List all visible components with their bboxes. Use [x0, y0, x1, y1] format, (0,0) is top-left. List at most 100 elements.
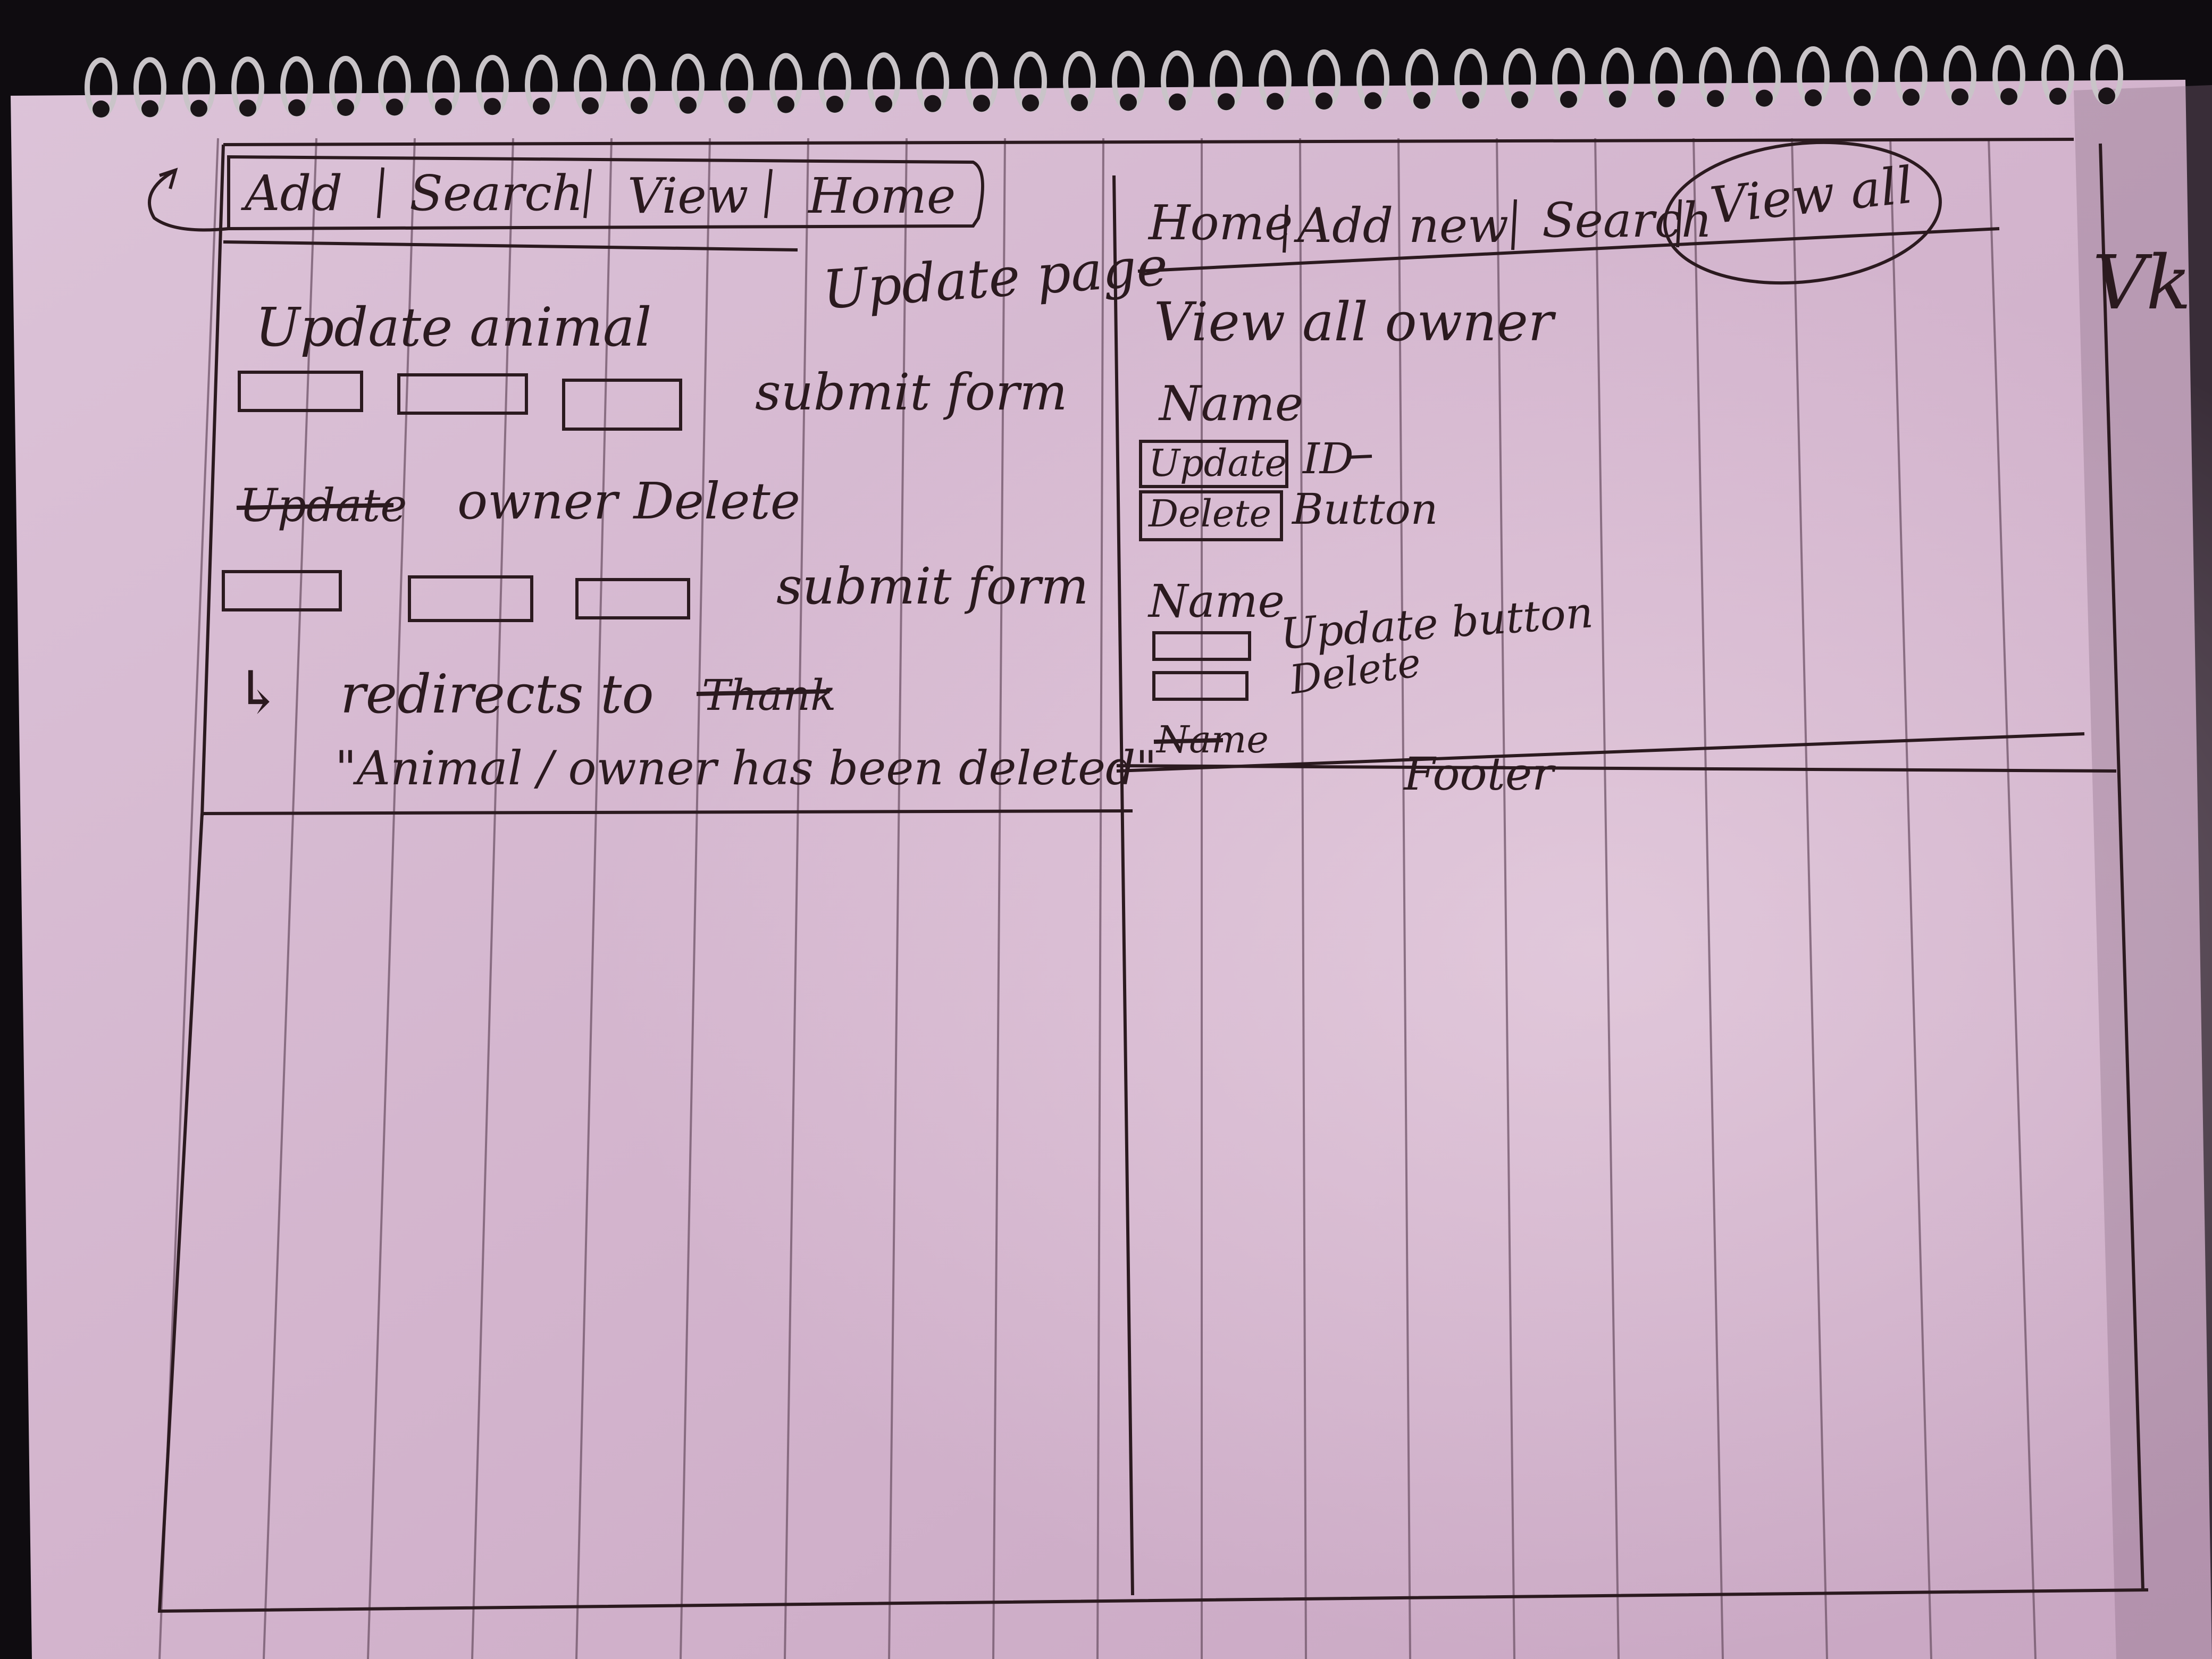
- spiral-hole: [1364, 92, 1381, 110]
- spiral-hole: [1413, 91, 1430, 109]
- spiral-hole: [533, 97, 550, 115]
- spiral-hole: [141, 100, 158, 118]
- spiral-hole: [386, 98, 403, 116]
- footer-label: Footer: [1403, 748, 1556, 801]
- right-nav-item-add-new[interactable]: Add new: [1294, 198, 1509, 254]
- owner-entry-1-update-button[interactable]: Update: [1149, 441, 1287, 485]
- owner-entry-2-update-box[interactable]: [1152, 631, 1251, 661]
- rule-line: [784, 138, 809, 1659]
- animal-form-inputs: [238, 371, 682, 431]
- spiral-hole: [777, 96, 794, 113]
- deleted-message: "Animal / owner has been deleted": [335, 741, 1157, 795]
- spiral-hole: [1756, 89, 1773, 107]
- rule-line: [1692, 138, 1724, 1659]
- owner-form-inputs: [222, 570, 690, 622]
- animal-input-3[interactable]: [562, 379, 682, 431]
- owner-entry-1-buttons: [1139, 440, 1288, 541]
- animal-submit-label[interactable]: submit form: [755, 363, 1067, 422]
- section-title-update-animal: Update animal: [255, 296, 652, 358]
- rule-line: [575, 138, 613, 1659]
- redirect-label: redirects to: [340, 663, 654, 725]
- notebook-rule-lines: [158, 138, 2037, 1659]
- spiral-hole: [1707, 90, 1724, 107]
- spiral-hole: [435, 98, 452, 115]
- view-all-highlight-circle: [1663, 140, 1942, 285]
- owner-entry-1-button-note: Button: [1291, 484, 1438, 534]
- owner-entry-1-delete-box[interactable]: [1139, 490, 1283, 541]
- owner-entry-2-delete-box[interactable]: [1152, 671, 1249, 701]
- spiral-hole: [93, 100, 110, 118]
- rule-line: [680, 138, 711, 1659]
- spiral-hole: [1805, 89, 1822, 106]
- spiral-hole: [1169, 93, 1186, 111]
- rule-line: [1889, 138, 1932, 1659]
- spiral-hole: [1218, 93, 1235, 111]
- owner-entry-1-id: ID: [1302, 434, 1354, 483]
- owner-input-2[interactable]: [408, 575, 533, 622]
- owner-submit-label[interactable]: submit form: [776, 557, 1088, 616]
- spiral-hole: [1267, 93, 1284, 110]
- paper-light-glow: [0, 80, 2212, 1659]
- spiral-hole: [1560, 91, 1577, 108]
- owner-input-1[interactable]: [222, 570, 342, 611]
- left-nav-outline: [148, 155, 984, 252]
- wireframe-frame: [157, 138, 2149, 1613]
- strike-line-1: [236, 503, 394, 510]
- spiral-hole: [288, 99, 305, 116]
- rule-line: [992, 138, 1006, 1659]
- spiral-hole: [1462, 91, 1479, 109]
- owner-input-3[interactable]: [575, 578, 690, 619]
- spiral-hole: [1951, 88, 1968, 106]
- rule-line: [471, 138, 514, 1659]
- spiral-hole: [337, 99, 354, 116]
- rule-line: [1988, 138, 2037, 1659]
- right-nav-item-search[interactable]: Search: [1542, 192, 1712, 248]
- animal-input-2[interactable]: [397, 373, 528, 415]
- left-nav-item-add[interactable]: Add: [240, 165, 342, 222]
- spiral-binding: [85, 44, 2123, 118]
- right-nav-outline: [1137, 140, 2000, 285]
- rule-line: [1299, 138, 1307, 1659]
- rule-line: [888, 138, 908, 1659]
- strike-line-2: [696, 689, 830, 696]
- spiral-hole: [1854, 89, 1871, 106]
- rule-line: [1496, 138, 1515, 1659]
- spiral-hole: [924, 95, 941, 112]
- spiral-hole: [875, 95, 892, 113]
- id-dash: [1347, 455, 1372, 459]
- rule-line: [367, 138, 416, 1659]
- spiral-hole: [1658, 90, 1675, 107]
- rule-line: [1397, 138, 1411, 1659]
- spiral-hole: [190, 99, 207, 117]
- rule-line: [263, 138, 317, 1659]
- spiral-hole: [680, 96, 697, 114]
- rule-line: [1096, 138, 1104, 1659]
- spiral-hole: [1022, 94, 1039, 112]
- owner-entry-1-name: Name: [1158, 376, 1303, 432]
- spiral-hole: [973, 95, 990, 112]
- spiral-hole: [826, 96, 843, 113]
- margin-mark: Vk: [2092, 240, 2191, 326]
- spiral-hole: [1609, 90, 1626, 108]
- spiral-hole: [1511, 91, 1528, 108]
- rule-line: [1594, 138, 1620, 1659]
- spiral-hole: [1316, 93, 1333, 110]
- owner-entry-1-delete-button[interactable]: Delete: [1147, 492, 1271, 535]
- left-nav-item-home[interactable]: Home: [807, 167, 956, 224]
- spiral-hole: [631, 97, 648, 114]
- spiral-hole: [2000, 88, 2017, 105]
- owner-entry-2-name: Name: [1147, 575, 1285, 628]
- right-nav-item-home[interactable]: Home: [1147, 195, 1293, 251]
- left-nav-item-search[interactable]: Search: [409, 165, 583, 222]
- owner-entry-1-update-box[interactable]: [1139, 440, 1288, 488]
- paper-edge-shadow: [2074, 85, 2212, 1659]
- rule-line: [1791, 138, 1828, 1659]
- owner-entry-2-boxes: [1152, 631, 1251, 701]
- spiral-hole: [2098, 87, 2115, 105]
- animal-input-1[interactable]: [238, 371, 363, 412]
- section-title-owner-delete: owner Delete: [457, 472, 800, 531]
- left-nav-item-view[interactable]: View: [627, 167, 748, 224]
- spiral-hole: [1903, 88, 1920, 106]
- spiral-hole: [239, 99, 256, 117]
- right-page-title: View all owner: [1154, 291, 1556, 353]
